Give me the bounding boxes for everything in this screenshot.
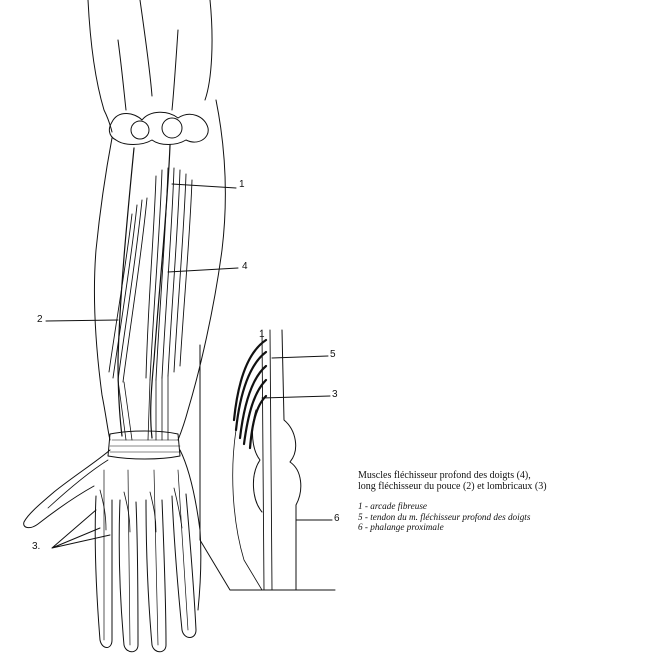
- thumb-bone: [48, 460, 108, 508]
- caption-title-line-2: long fléchisseur du pouce (2) et lombric…: [358, 481, 653, 492]
- detail-bone-right: [282, 330, 301, 590]
- flexor-pollicis-longus: [109, 198, 147, 382]
- elbow-joint: [109, 112, 208, 144]
- callout-2: 2: [37, 315, 43, 325]
- detail-frame: [200, 345, 335, 590]
- legend-item-5: 5 - tendon du m. fléchisseur profond des…: [358, 512, 653, 523]
- callout-3-hand: 3.: [32, 542, 40, 552]
- upper-arm-outline-right: [205, 0, 212, 100]
- leader-5: [272, 356, 328, 358]
- upper-arm-inner: [140, 0, 152, 96]
- leader-4: [168, 268, 238, 272]
- callout-3-detail: 3: [332, 390, 338, 400]
- forearm-tendons: [118, 376, 168, 440]
- leader-2: [46, 320, 118, 321]
- capitulum: [162, 118, 182, 138]
- legend-item-1: 1 - arcade fibreuse: [358, 501, 653, 512]
- callout-5: 5: [330, 350, 336, 360]
- hand-palm-right: [180, 450, 201, 610]
- flexor-digitorum-profundus: [146, 168, 192, 380]
- leader-3-hand: [52, 510, 110, 548]
- detail-fibers: [234, 340, 266, 448]
- callout-1: 1: [239, 180, 245, 190]
- caption-title-line-1: Muscles fléchisseur profond des doigts (…: [358, 470, 653, 481]
- figure-caption: Muscles fléchisseur profond des doigts (…: [358, 470, 653, 533]
- callout-4: 4: [242, 262, 248, 272]
- thumb-outline: [24, 450, 110, 528]
- humerus-shaft: [118, 30, 178, 110]
- radial-head: [131, 121, 149, 139]
- leader-3-detail: [262, 396, 330, 398]
- callout-6: 6: [334, 514, 340, 524]
- upper-arm-outline: [88, 0, 112, 132]
- flexor-retinaculum: [108, 431, 180, 459]
- leader-1: [172, 184, 236, 188]
- legend-item-6: 6 - phalange proximale: [358, 522, 653, 533]
- forearm-outline-left: [94, 138, 112, 440]
- callout-1-detail: 1: [259, 330, 265, 340]
